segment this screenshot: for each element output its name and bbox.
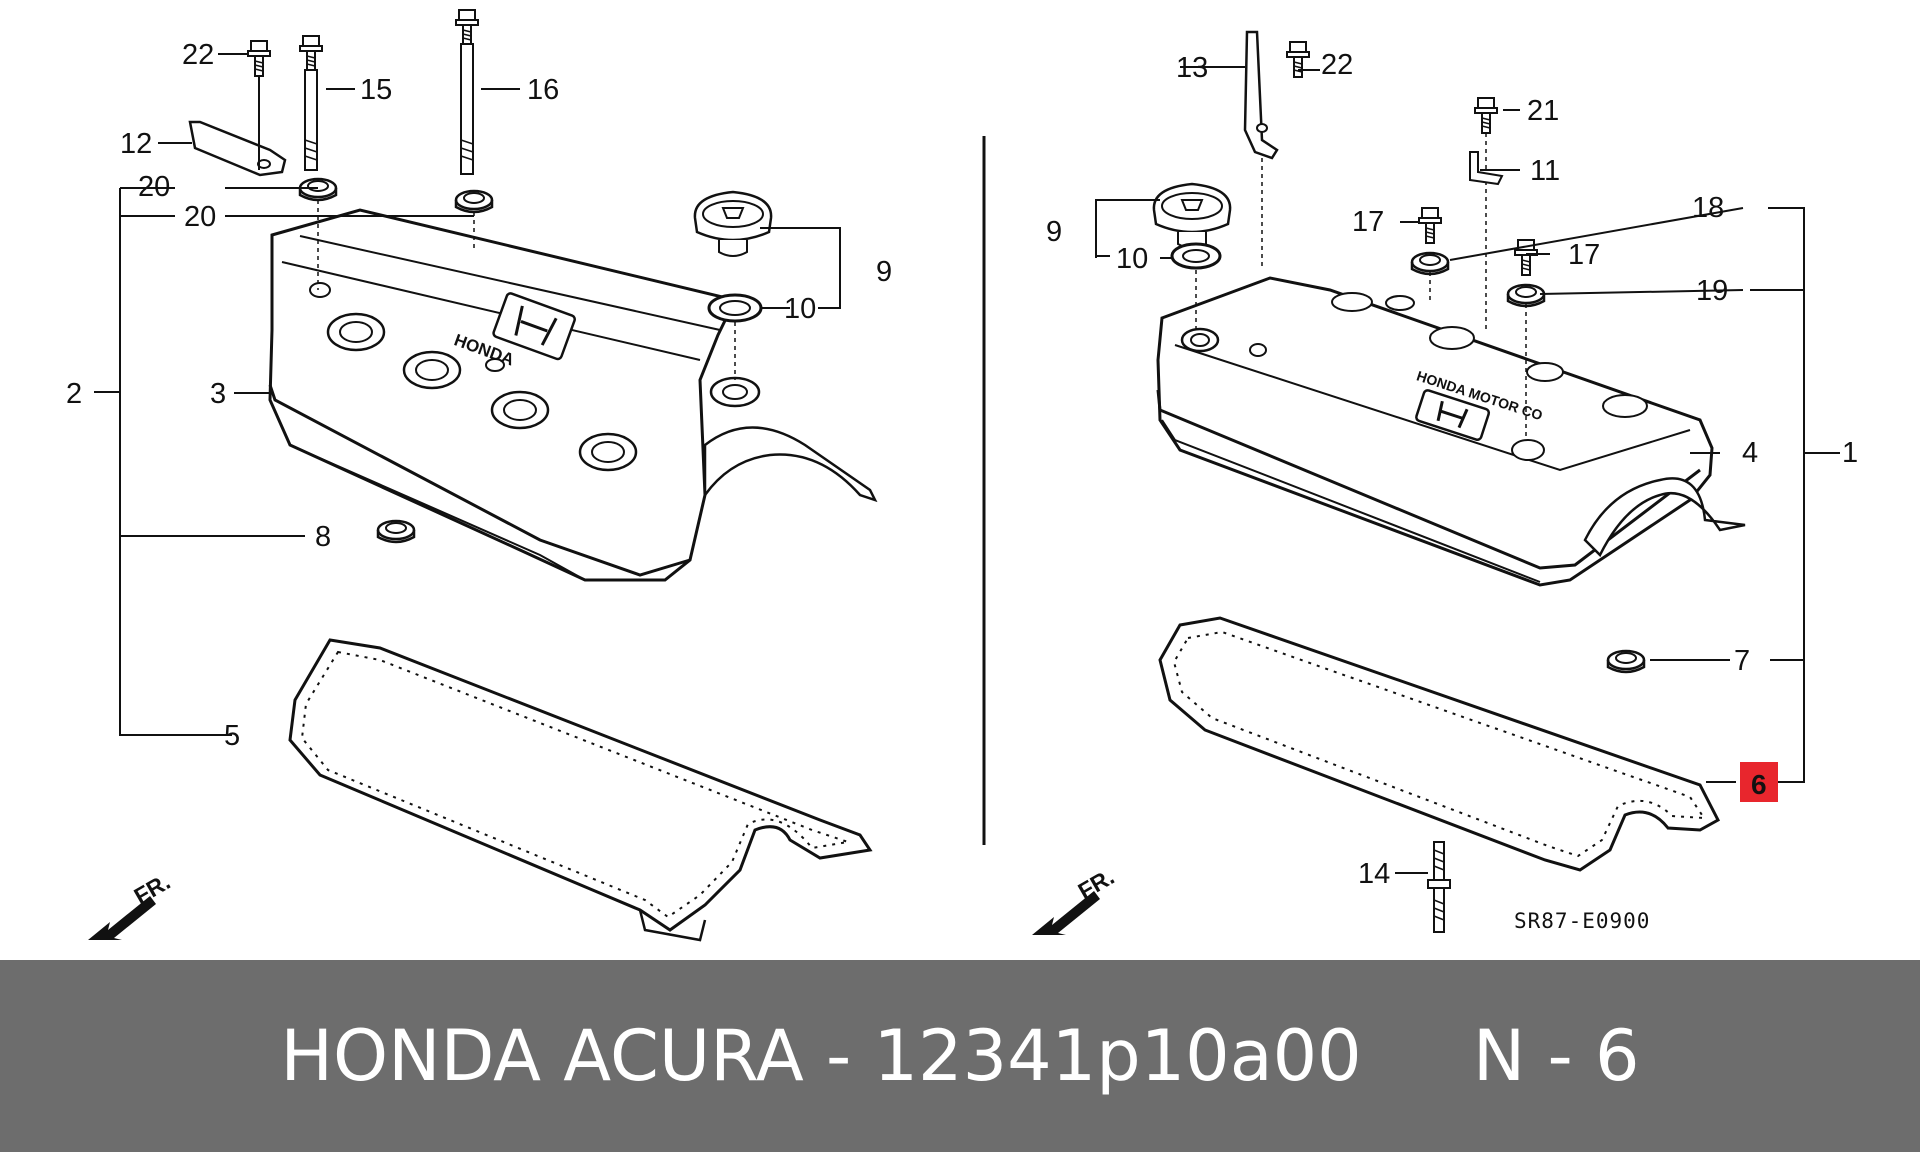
left-assembly: HONDA	[66, 9, 892, 942]
left-callout-10: 10	[784, 293, 816, 325]
right-callout-9: 9	[1046, 216, 1062, 248]
right-callout-14: 14	[1358, 858, 1390, 890]
left-callout-2: 2	[66, 378, 82, 410]
right-callout-13: 13	[1176, 52, 1208, 84]
drawing-code: SR87-E0900	[1514, 909, 1650, 933]
left-callout-12: 12	[120, 128, 152, 160]
left-callout-16: 16	[527, 74, 559, 106]
right-callout-19: 19	[1696, 275, 1728, 307]
right-callout-21: 21	[1527, 95, 1559, 127]
left-callout-22: 22	[182, 39, 214, 71]
right-front-label: FR.	[1074, 863, 1119, 904]
left-callout-15: 15	[360, 74, 392, 106]
left-callout-20a: 20	[138, 171, 170, 203]
right-callout-17b: 17	[1568, 239, 1600, 271]
right-callout-4: 4	[1742, 437, 1758, 469]
highlight-box	[1740, 762, 1778, 802]
right-assembly: HONDA MOTOR CO	[1032, 30, 1858, 935]
right-callout-7: 7	[1734, 645, 1750, 677]
right-callout-18: 18	[1692, 192, 1724, 224]
left-front-label: FR.	[130, 868, 175, 909]
right-callout-17a: 17	[1352, 206, 1384, 238]
title-bar: HONDA ACURA - 12341p10a00 N - 6	[0, 960, 1920, 1152]
left-callout-3: 3	[210, 378, 226, 410]
right-callout-11: 11	[1530, 155, 1560, 187]
left-callout-20b: 20	[184, 201, 216, 233]
parts-diagram: HONDA	[66, 9, 1858, 942]
right-callout-6-highlight: 6	[1751, 769, 1767, 800]
right-valve-cover	[1156, 276, 1714, 587]
part-title: HONDA ACURA - 12341p10a00 N - 6	[280, 1015, 1640, 1097]
left-gasket	[288, 638, 873, 932]
right-callout-22: 22	[1321, 49, 1353, 81]
right-gasket	[1158, 616, 1720, 872]
left-callout-5: 5	[224, 720, 240, 752]
right-callout-1: 1	[1842, 437, 1858, 469]
right-callout-10: 10	[1116, 243, 1148, 275]
left-callout-9: 9	[876, 256, 892, 288]
left-callout-8: 8	[315, 521, 331, 553]
